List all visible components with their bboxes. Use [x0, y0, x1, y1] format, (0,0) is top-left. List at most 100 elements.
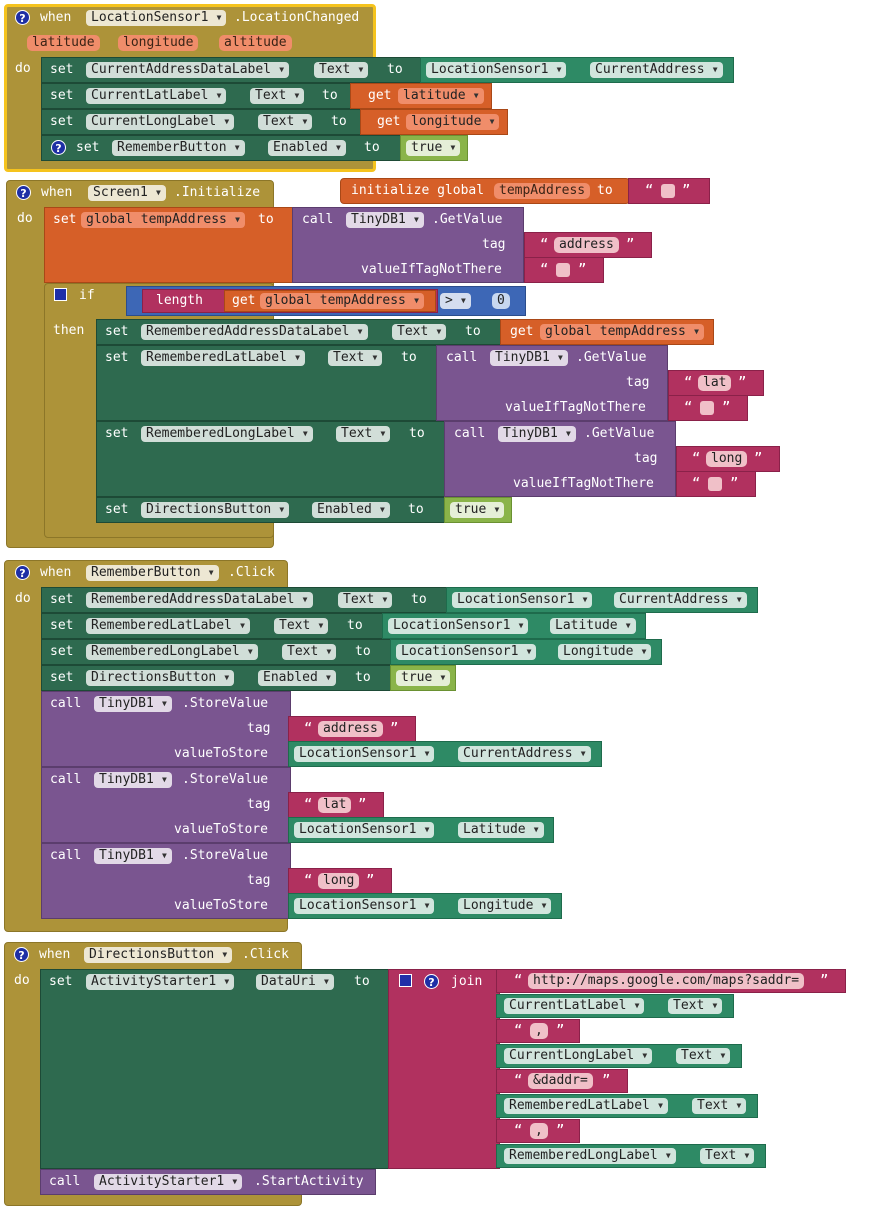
component-dropdown[interactable]: RememberedLatLabel▼	[86, 618, 250, 634]
help-icon[interactable]: ?	[15, 10, 30, 25]
initialize-global-block[interactable]	[340, 178, 630, 204]
component-dropdown[interactable]: TinyDB1▼	[490, 350, 568, 366]
text-field[interactable]: long	[318, 873, 360, 889]
property-dropdown[interactable]: Longitude▼	[558, 644, 652, 660]
empty-string-field[interactable]	[708, 477, 722, 491]
text-field[interactable]: ,	[530, 1023, 548, 1039]
text-field[interactable]: lat	[698, 375, 732, 391]
property-dropdown[interactable]: Text▼	[250, 88, 305, 104]
event-component-dropdown[interactable]: RememberButton▼	[86, 565, 219, 581]
property-dropdown[interactable]: Enabled▼	[312, 502, 390, 518]
component-dropdown[interactable]: LocationSensor1▼	[294, 898, 435, 914]
variable-dropdown[interactable]: longitude▼	[406, 114, 500, 130]
component-dropdown[interactable]: CurrentLongLabel▼	[86, 114, 235, 130]
property-dropdown[interactable]: Text▼	[338, 592, 393, 608]
component-dropdown[interactable]: RememberedLongLabel▼	[86, 644, 258, 660]
property-dropdown[interactable]: Text▼	[336, 426, 391, 442]
global-name-field[interactable]: tempAddress	[494, 183, 591, 199]
property-dropdown[interactable]: Enabled▼	[258, 670, 336, 686]
property-dropdown[interactable]: Latitude▼	[550, 618, 636, 634]
component-dropdown[interactable]: RememberedLongLabel▼	[141, 426, 313, 442]
event-component-dropdown[interactable]: DirectionsButton▼	[84, 947, 233, 963]
property-dropdown[interactable]: Text▼	[258, 114, 313, 130]
component-dropdown[interactable]: RememberedLongLabel▼	[504, 1148, 676, 1164]
property-dropdown[interactable]: Text▼	[392, 324, 447, 340]
variable-dropdown[interactable]: global tempAddress▼	[81, 212, 245, 228]
component-dropdown[interactable]: ActivityStarter1▼	[86, 974, 235, 990]
component-dropdown[interactable]: CurrentAddressDataLabel▼	[86, 62, 290, 78]
boolean-dropdown[interactable]: true▼	[406, 140, 461, 156]
help-icon[interactable]: ?	[51, 140, 66, 155]
component-dropdown[interactable]: LocationSensor1▼	[294, 822, 435, 838]
text-field[interactable]: &daddr=	[528, 1073, 593, 1089]
component-dropdown[interactable]: DirectionsButton▼	[141, 502, 290, 518]
property-dropdown[interactable]: Text▼	[314, 62, 369, 78]
component-dropdown[interactable]: RememberedAddressDataLabel▼	[86, 592, 313, 608]
mutator-icon[interactable]	[399, 974, 412, 987]
component-dropdown[interactable]: LocationSensor1▼	[396, 644, 537, 660]
number-field[interactable]: 0	[492, 293, 510, 309]
component-dropdown[interactable]: LocationSensor1▼	[426, 62, 567, 78]
boolean-dropdown[interactable]: true▼	[396, 670, 451, 686]
text-field[interactable]: address	[554, 237, 619, 253]
property-dropdown[interactable]: CurrentAddress▼	[458, 746, 591, 762]
component-dropdown[interactable]: CurrentLatLabel▼	[504, 998, 645, 1014]
component-dropdown[interactable]: TinyDB1▼	[94, 848, 172, 864]
variable-dropdown[interactable]: global tempAddress▼	[540, 324, 704, 340]
text-field[interactable]: lat	[318, 797, 352, 813]
text-field[interactable]: long	[706, 451, 748, 467]
property-dropdown[interactable]: Enabled▼	[268, 140, 346, 156]
property-dropdown[interactable]: Text▼	[692, 1098, 747, 1114]
property-dropdown[interactable]: Text▼	[328, 350, 383, 366]
text-field[interactable]: ,	[530, 1123, 548, 1139]
component-dropdown[interactable]: RememberedLatLabel▼	[504, 1098, 668, 1114]
component-dropdown[interactable]: RememberedAddressDataLabel▼	[141, 324, 368, 340]
component-dropdown[interactable]: LocationSensor1▼	[294, 746, 435, 762]
property-dropdown[interactable]: Text▼	[274, 618, 329, 634]
component-dropdown[interactable]: TinyDB1▼	[94, 696, 172, 712]
component-dropdown[interactable]: RememberedLatLabel▼	[141, 350, 305, 366]
help-icon[interactable]: ?	[16, 185, 31, 200]
property-dropdown[interactable]: Text▼	[700, 1148, 755, 1164]
empty-string-field[interactable]	[661, 184, 675, 198]
component-dropdown[interactable]: LocationSensor1▼	[388, 618, 529, 634]
empty-string-field[interactable]	[700, 401, 714, 415]
mutator-icon[interactable]	[54, 288, 67, 301]
property-dropdown[interactable]: Longitude▼	[458, 898, 552, 914]
text-field[interactable]: http://maps.google.com/maps?saddr=	[528, 973, 805, 989]
empty-string-field[interactable]	[556, 263, 570, 277]
property-dropdown[interactable]: Text▼	[282, 644, 337, 660]
join-block[interactable]	[388, 969, 500, 1169]
property-dropdown[interactable]: Latitude▼	[458, 822, 544, 838]
help-icon[interactable]: ?	[14, 947, 29, 962]
component-dropdown[interactable]: CurrentLongLabel▼	[504, 1048, 653, 1064]
component-dropdown[interactable]: RememberButton▼	[112, 140, 245, 156]
param-altitude[interactable]: altitude	[219, 35, 292, 51]
component-dropdown[interactable]: TinyDB1▼	[346, 212, 424, 228]
component-dropdown[interactable]: TinyDB1▼	[94, 772, 172, 788]
variable-dropdown[interactable]: global tempAddress▼	[260, 293, 424, 309]
operator-dropdown[interactable]: >▼	[440, 293, 471, 309]
variable-dropdown[interactable]: latitude▼	[398, 88, 484, 104]
property-dropdown[interactable]: DataUri▼	[256, 974, 334, 990]
param-longitude[interactable]: longitude	[118, 35, 199, 51]
component-dropdown[interactable]: LocationSensor1▼	[452, 592, 593, 608]
text-address-block[interactable]	[524, 232, 652, 258]
set-datauri-block[interactable]	[40, 969, 392, 1169]
component-dropdown[interactable]: CurrentLatLabel▼	[86, 88, 227, 104]
property-dropdown[interactable]: CurrentAddress▼	[614, 592, 747, 608]
help-icon[interactable]: ?	[15, 565, 30, 580]
boolean-dropdown[interactable]: true▼	[450, 502, 505, 518]
param-latitude[interactable]: latitude	[27, 35, 100, 51]
property-dropdown[interactable]: Text▼	[668, 998, 723, 1014]
event-component-dropdown[interactable]: LocationSensor1▼	[86, 10, 227, 26]
help-icon[interactable]: ?	[424, 974, 439, 989]
component-dropdown[interactable]: TinyDB1▼	[498, 426, 576, 442]
text-field[interactable]: address	[318, 721, 383, 737]
property-dropdown[interactable]: Text▼	[676, 1048, 731, 1064]
property-dropdown[interactable]: CurrentAddress▼	[590, 62, 723, 78]
event-component-dropdown[interactable]: Screen1▼	[88, 185, 166, 201]
component-dropdown[interactable]: DirectionsButton▼	[86, 670, 235, 686]
component-dropdown[interactable]: ActivityStarter1▼	[94, 1174, 243, 1190]
quote-icon: “	[540, 262, 549, 278]
